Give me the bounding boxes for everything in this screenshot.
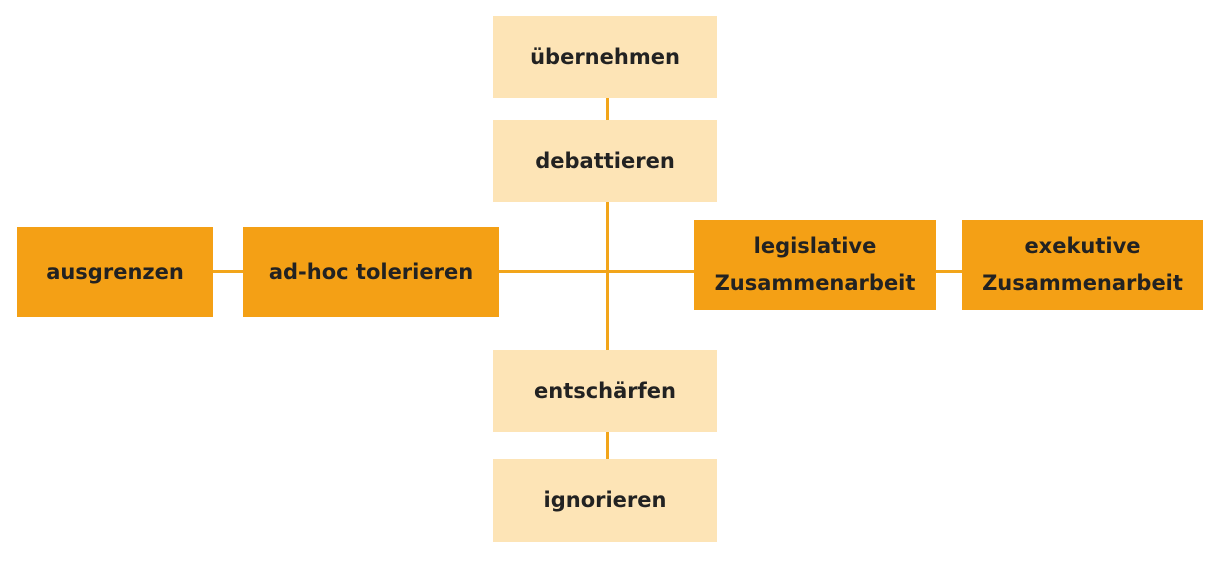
node-adhoc-tolerieren: ad-hoc tolerieren <box>243 227 499 317</box>
node-entschaerfen: entschärfen <box>493 350 717 432</box>
node-legislative-label-line2: Zusammenarbeit <box>714 271 916 295</box>
node-exekutive-zusammenarbeit: exekutive Zusammenarbeit <box>962 220 1203 310</box>
vertical-axis-line <box>606 97 609 460</box>
node-legislative-label-line1: legislative <box>753 234 877 258</box>
node-ausgrenzen: ausgrenzen <box>17 227 213 317</box>
node-debattieren: debattieren <box>493 120 717 202</box>
node-exekutive-label-line2: Zusammenarbeit <box>982 271 1183 295</box>
node-debattieren-label: debattieren <box>535 148 675 173</box>
node-ignorieren-label: ignorieren <box>543 488 667 512</box>
node-ausgrenzen-label: ausgrenzen <box>46 259 184 284</box>
node-legislative-zusammenarbeit: legislative Zusammenarbeit <box>694 220 936 310</box>
node-adhoc-tolerieren-label: ad-hoc tolerieren <box>268 259 474 284</box>
node-ignorieren: ignorieren <box>493 459 717 542</box>
node-exekutive-label-line1: exekutive <box>1024 234 1141 258</box>
node-uebernehmen: übernehmen <box>493 16 717 98</box>
horizontal-axis-line <box>212 270 964 273</box>
node-uebernehmen-label: übernehmen <box>530 44 680 69</box>
node-entschaerfen-label: entschärfen <box>534 378 676 403</box>
